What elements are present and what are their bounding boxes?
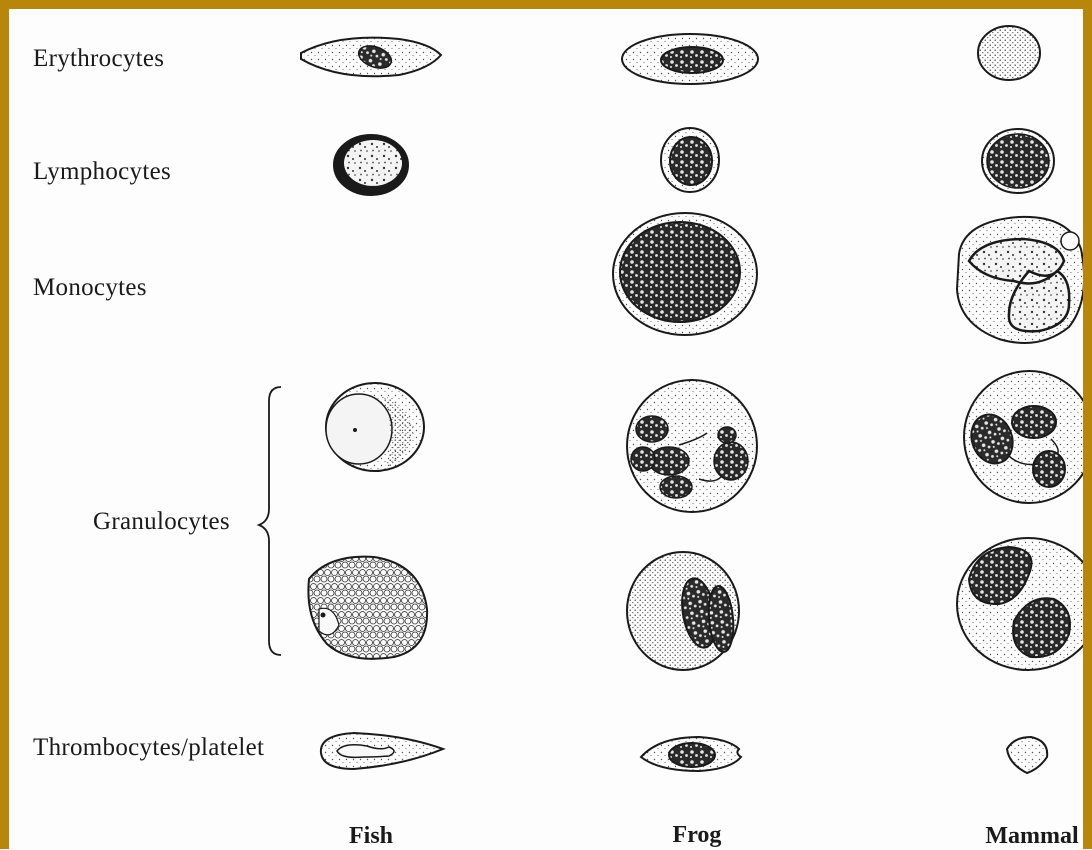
fish-lymphocyte [334,135,408,195]
mammal-lymphocyte [982,129,1054,193]
mammal-granulocyte-2 [957,538,1083,670]
mammal-granulocyte-1 [964,371,1083,503]
granulocytes-brace [259,387,281,655]
fish-granulocyte-2 [308,557,427,659]
frog-granulocyte-1 [627,380,757,512]
frog-granulocyte-2 [627,552,739,670]
frog-lymphocyte [661,128,719,192]
frog-erythrocyte [622,34,758,84]
mammal-monocyte [957,217,1083,343]
frog-monocyte [613,213,757,335]
blood-cell-drawings [9,9,1083,849]
fish-granulocyte-1 [326,383,424,471]
mammal-erythrocyte [978,26,1040,80]
fish-thrombocyte [321,733,443,769]
fish-erythrocyte [301,38,441,77]
mammal-thrombocyte [1007,737,1047,773]
frog-thrombocyte [641,737,741,771]
